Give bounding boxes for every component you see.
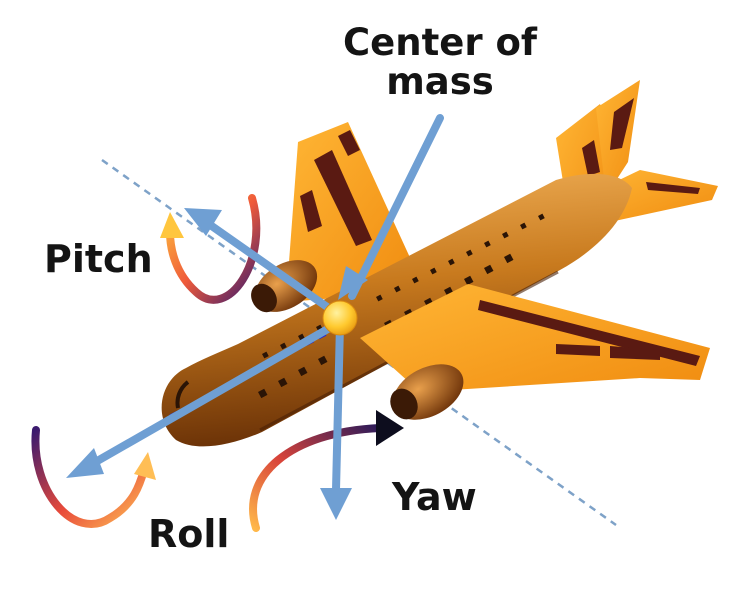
cabin-windows-upper (262, 213, 545, 359)
pitch-rotation-arrow (160, 194, 261, 304)
roll-label: Roll (148, 512, 230, 556)
roll-rotation-arrow (31, 426, 156, 528)
center-of-mass-label: Center of mass (330, 21, 550, 103)
yaw-label: Yaw (392, 475, 477, 519)
left-wing (286, 122, 412, 302)
yaw-rotation-arrow (249, 410, 404, 532)
pitch-label: Pitch (44, 237, 153, 281)
left-engine (251, 260, 318, 313)
cabin-windows-lower (258, 253, 514, 399)
right-engine (390, 364, 464, 420)
center-of-mass-label-line2: mass (386, 59, 494, 103)
yaw-arrowhead (376, 410, 404, 446)
axis-arrows (66, 114, 444, 520)
center-of-mass-label-line1: Center of (342, 21, 537, 64)
center-of-mass-dot (322, 300, 358, 336)
